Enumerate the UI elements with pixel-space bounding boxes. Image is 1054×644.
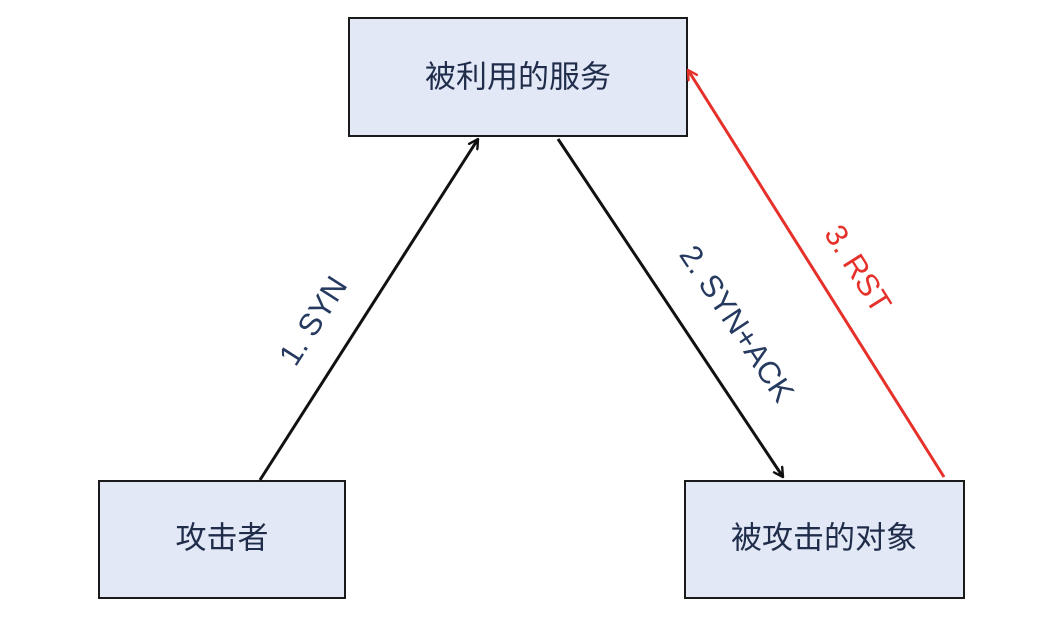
victim-label: 被攻击的对象	[731, 521, 917, 557]
rst-arrow	[686, 70, 946, 478]
attacker-label: 攻击者	[176, 521, 269, 557]
service-node: 被利用的服务	[348, 17, 688, 137]
service-label: 被利用的服务	[425, 60, 611, 96]
service-box	[348, 17, 688, 137]
syn-ack-arrow	[556, 138, 785, 477]
rst-label: 3. RST	[817, 219, 898, 319]
attacker-box	[98, 480, 346, 599]
syn-label: 1. SYN	[272, 270, 354, 372]
victim-node: 被攻击的对象	[684, 480, 965, 599]
attacker-node: 攻击者	[98, 480, 346, 599]
syn-arrow	[258, 139, 480, 481]
victim-box	[684, 480, 965, 599]
syn-ack-label: 2. SYN+ACK	[673, 239, 802, 409]
